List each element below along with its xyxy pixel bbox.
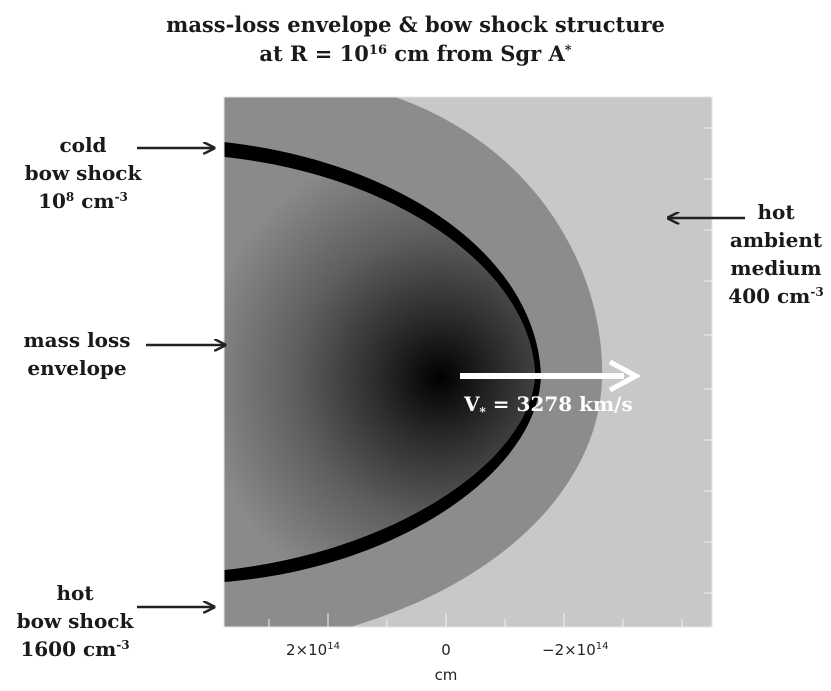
bottom-tick-marks	[268, 613, 683, 627]
mass-loss-envelope-region	[224, 157, 535, 570]
right-tick-marks	[704, 127, 712, 594]
mass-loss-envelope-label: mass loss envelope	[23, 328, 131, 380]
hot-bow-shock-label: hot bow shock 1600 cm-3	[16, 581, 134, 661]
x-tick-label-0: 0	[441, 641, 451, 659]
velocity-label: V* = 3278 km/s	[464, 392, 633, 419]
x-tick-label-2e14: 2×1014	[286, 641, 340, 659]
x-tick-label-neg2e14: −2×1014	[542, 641, 609, 659]
x-axis-label: cm	[435, 666, 458, 684]
hot-ambient-medium-label: hot ambient medium 400 cm-3	[728, 200, 824, 308]
figure-title-line1: mass-loss envelope & bow shock structure	[166, 12, 665, 37]
cold-bow-shock-label: cold bow shock 108 cm-3	[24, 133, 142, 213]
velocity-arrow	[460, 359, 642, 393]
plot-frame	[223, 96, 713, 628]
figure-title-line2: at R = 1016 cm from Sgr A*	[259, 41, 572, 66]
